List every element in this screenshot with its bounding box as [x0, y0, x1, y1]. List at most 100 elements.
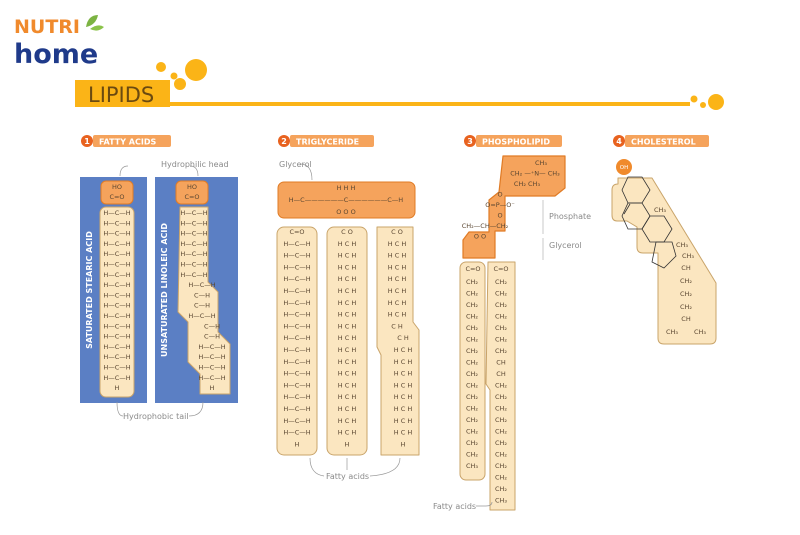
- chain-row: H—C—H: [103, 302, 130, 310]
- section-label: TRIGLYCERIDE: [296, 138, 359, 147]
- chain-row: H: [295, 440, 300, 448]
- ester: C=O: [465, 265, 480, 273]
- fatty-acids-panel: SATURATED STEARIC ACID UNSATURATED LINOL…: [80, 160, 238, 421]
- chain-row: H—C—H: [283, 322, 310, 330]
- chain-row: CH₂: [466, 336, 478, 344]
- chain-row: H C H: [338, 263, 357, 271]
- section-label: FATTY ACIDS: [99, 138, 156, 147]
- carboxyl-group: C=O: [109, 193, 124, 201]
- ester: C=O: [493, 265, 508, 273]
- hydrophobic-label: Hydrophobic tail: [123, 412, 189, 421]
- page-title: LIPIDS: [88, 83, 154, 107]
- chain-row: C H: [391, 322, 403, 330]
- saturated-label: SATURATED STEARIC ACID: [85, 231, 94, 349]
- title-banner: LIPIDS: [75, 59, 724, 110]
- chain-row: H C H: [338, 252, 357, 260]
- chain-row: H—C—H: [180, 219, 207, 227]
- chain-row: H—C—H: [103, 322, 130, 330]
- fatty-acids-label: Fatty acids: [326, 472, 369, 481]
- chain-row: H—C—H: [188, 312, 215, 320]
- chain-row: C—H: [204, 333, 220, 341]
- chain-row: H—C—H: [283, 393, 310, 401]
- chain-row: H C H: [388, 252, 407, 260]
- chain-row: CH₂: [495, 474, 507, 482]
- chain-row: CH₂: [466, 382, 478, 390]
- chain-row: CH₂: [495, 301, 507, 309]
- head-group: CH₂ CH₃: [514, 180, 541, 188]
- section-number: 2: [281, 137, 287, 146]
- section-label: PHOSPHOLIPID: [482, 138, 550, 147]
- chain-row: H—C—H: [180, 240, 207, 248]
- chain-row: H C H: [338, 405, 357, 413]
- glycerol-group: O O O: [336, 208, 355, 216]
- chain-row: CH₂: [495, 278, 507, 286]
- chain-row: H—C—H: [103, 250, 130, 258]
- chain-row: H—C—H: [103, 230, 130, 238]
- chain-row: H—C—H: [283, 417, 310, 425]
- chain-row: H—C—H: [180, 261, 207, 269]
- chain-row: C=O: [289, 228, 304, 236]
- chain-row: CH₂: [466, 313, 478, 321]
- chain-row: H: [210, 384, 215, 392]
- chain-row: CH₂: [466, 324, 478, 332]
- chain-row: C H: [397, 334, 409, 342]
- chain-row: CH: [496, 370, 506, 378]
- head-group: CH₂ —⁺N— CH₃: [510, 170, 560, 178]
- chain-row: H C H: [338, 393, 357, 401]
- chain-row: H—C—H: [283, 346, 310, 354]
- chain-row: CH₂: [495, 324, 507, 332]
- chemical-group: CH₂: [680, 277, 692, 285]
- chain-row: H C H: [388, 263, 407, 271]
- chain-row: H—C—H: [103, 374, 130, 382]
- chain-row: H: [401, 440, 406, 448]
- chemical-group: CH: [681, 264, 691, 272]
- chain-row: H: [115, 384, 120, 392]
- chain-row: CH₂: [466, 393, 478, 401]
- chain-row: CH₂: [495, 382, 507, 390]
- head-group: CH₃: [535, 159, 547, 167]
- chain-row: H C H: [338, 322, 357, 330]
- chain-row: H—C—H: [283, 405, 310, 413]
- chain-row: CH₂: [466, 290, 478, 298]
- chain-row: H C H: [338, 417, 357, 425]
- head-group: O=P—O⁻: [485, 201, 515, 209]
- chain-row: H—C—H: [103, 353, 130, 361]
- chain-row: CH₂: [466, 405, 478, 413]
- chain-row: CH₂: [466, 416, 478, 424]
- section-number: 4: [616, 137, 622, 146]
- chain-row: H C H: [338, 381, 357, 389]
- chain-row: H—C—H: [283, 381, 310, 389]
- chain-row: CH₂: [495, 485, 507, 493]
- chemical-group: CH: [681, 315, 691, 323]
- chain-row: CH₂: [466, 451, 478, 459]
- chain-row: CH₂: [466, 347, 478, 355]
- chemical-group: CH₂: [680, 303, 692, 311]
- chain-row: H C H: [388, 275, 407, 283]
- chain-row: H C H: [338, 358, 357, 366]
- head-group: O: [497, 191, 502, 199]
- chain-row: CH₂: [466, 359, 478, 367]
- chain-row: H—C—H: [283, 299, 310, 307]
- chain-row: H—C—H: [283, 358, 310, 366]
- chain-row: H—C—H: [198, 364, 225, 372]
- logo-home: home: [14, 39, 98, 70]
- chain-row: H—C—H: [180, 209, 207, 217]
- hydrophilic-label: Hydrophilic head: [161, 160, 229, 169]
- triglyceride-panel: Glycerol Fatty acids H H HH—C——————C————…: [276, 160, 420, 481]
- chain-row: H C H: [338, 275, 357, 283]
- chain-row: CH₂: [466, 428, 478, 436]
- chain-row: C—H: [204, 322, 220, 330]
- chain-row: CH₃: [495, 497, 507, 505]
- chain-row: H—C—H: [198, 343, 225, 351]
- chain-row: H—C—H: [103, 312, 130, 320]
- chain-row: CH₂: [466, 370, 478, 378]
- chain-row: H—C—H: [283, 370, 310, 378]
- chemical-group: CH₃: [694, 328, 706, 336]
- chemical-group: CH₃: [666, 328, 678, 336]
- chain-row: H C H: [394, 429, 413, 437]
- chemical-group: CH₃: [676, 241, 688, 249]
- chain-row: H C H: [394, 358, 413, 366]
